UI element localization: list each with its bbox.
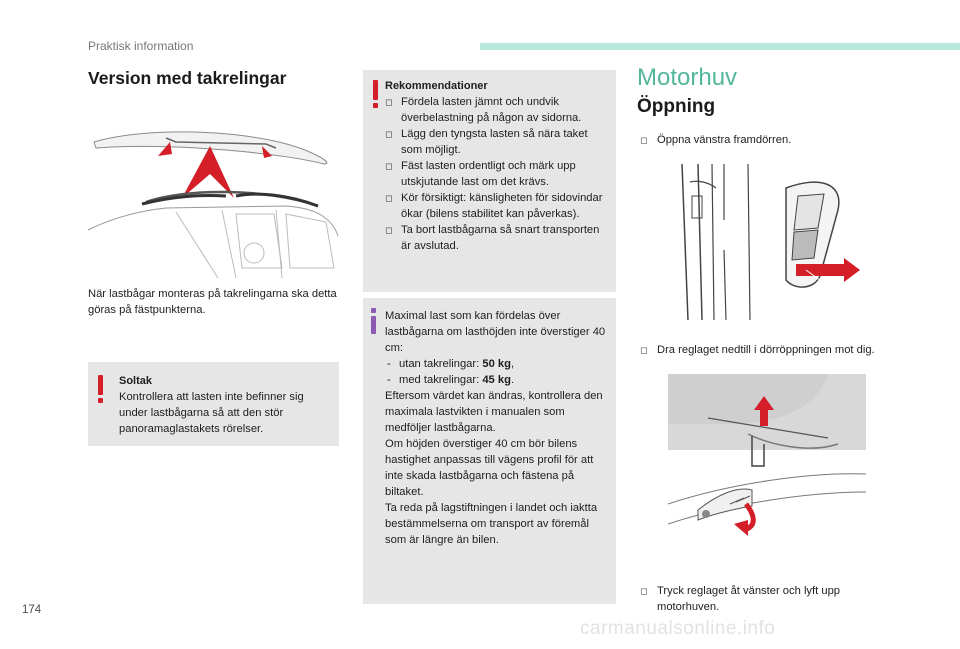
load-value: 50 kg	[482, 358, 511, 370]
load-label: utan takrelingar:	[399, 358, 483, 370]
list-item: Fördela lasten jämnt och undvik överbela…	[385, 94, 609, 126]
load-label: med takrelingar:	[399, 374, 483, 386]
watermark: carmanualsonline.info	[580, 618, 776, 639]
warning-icon	[98, 375, 103, 403]
info-content: Maximal last som kan fördelas över lastb…	[385, 308, 611, 548]
info-paragraph: Ta reda på lagstiftningen i landet och i…	[385, 502, 598, 546]
warning-icon	[373, 80, 378, 108]
step-push-lever-lift-bonnet: Tryck reglaget åt vänster och lyft upp m…	[640, 583, 877, 615]
info-paragraph: Om höjden överstiger 40 cm bör bilens ha…	[385, 438, 594, 498]
list-item: med takrelingar: 45 kg.	[385, 372, 611, 388]
recommendations-title: Rekommendationer	[385, 80, 488, 92]
section-title-bonnet: Motorhuv	[637, 64, 738, 91]
load-suffix: .	[510, 374, 515, 386]
section-title-roof-rails: Version med takrelingar	[88, 68, 287, 88]
step-open-door: Öppna vänstra framdörren.	[640, 132, 907, 148]
load-value: 45 kg	[482, 374, 511, 386]
roof-rack-illustration	[87, 131, 339, 278]
recommendations-box: Rekommendationer Fördela lasten jämnt oc…	[363, 70, 616, 292]
warning-content: Soltak Kontrollera att lasten inte befin…	[119, 373, 334, 437]
warning-title: Soltak	[119, 375, 153, 387]
info-intro: Maximal last som kan fördelas över lastb…	[385, 310, 606, 354]
roof-rails-caption: När lastbågar monteras på takrelingarna …	[88, 288, 337, 316]
recommendations-content: Rekommendationer Fördela lasten jämnt oc…	[385, 78, 609, 254]
step-pull-lever: Dra reglaget nedtill i dörröppningen mot…	[640, 342, 917, 358]
info-icon	[371, 308, 376, 334]
list-item: Kör försiktigt: känsligheten för sidovin…	[385, 190, 609, 222]
page-number: 174	[22, 604, 42, 616]
section-header: Praktisk information	[88, 39, 194, 53]
warning-text: Kontrollera att lasten inte befinner sig…	[119, 391, 304, 435]
load-list: utan takrelingar: 50 kg, med takrelingar…	[385, 356, 611, 388]
list-item: Ta bort lastbågarna så snart transporten…	[385, 222, 609, 254]
load-suffix: ,	[510, 358, 515, 370]
info-paragraph: Eftersom värdet kan ändras, kontrollera …	[385, 390, 603, 434]
list-item: Lägg den tyngsta lasten så nära taket so…	[385, 126, 609, 158]
recommendations-list: Fördela lasten jämnt och undvik överbela…	[385, 94, 609, 254]
info-box-max-load: Maximal last som kan fördelas över lastb…	[363, 298, 616, 604]
subtitle-opening: Öppning	[637, 96, 716, 117]
bonnet-latch-illustration	[668, 374, 866, 536]
warning-box-sunroof: Soltak Kontrollera att lasten inte befin…	[88, 362, 339, 446]
door-release-lever-illustration	[681, 163, 860, 320]
list-item: utan takrelingar: 50 kg,	[385, 356, 611, 372]
list-item: Fäst lasten ordentligt och märk upp utsk…	[385, 158, 609, 190]
header-accent-bar	[480, 43, 960, 50]
